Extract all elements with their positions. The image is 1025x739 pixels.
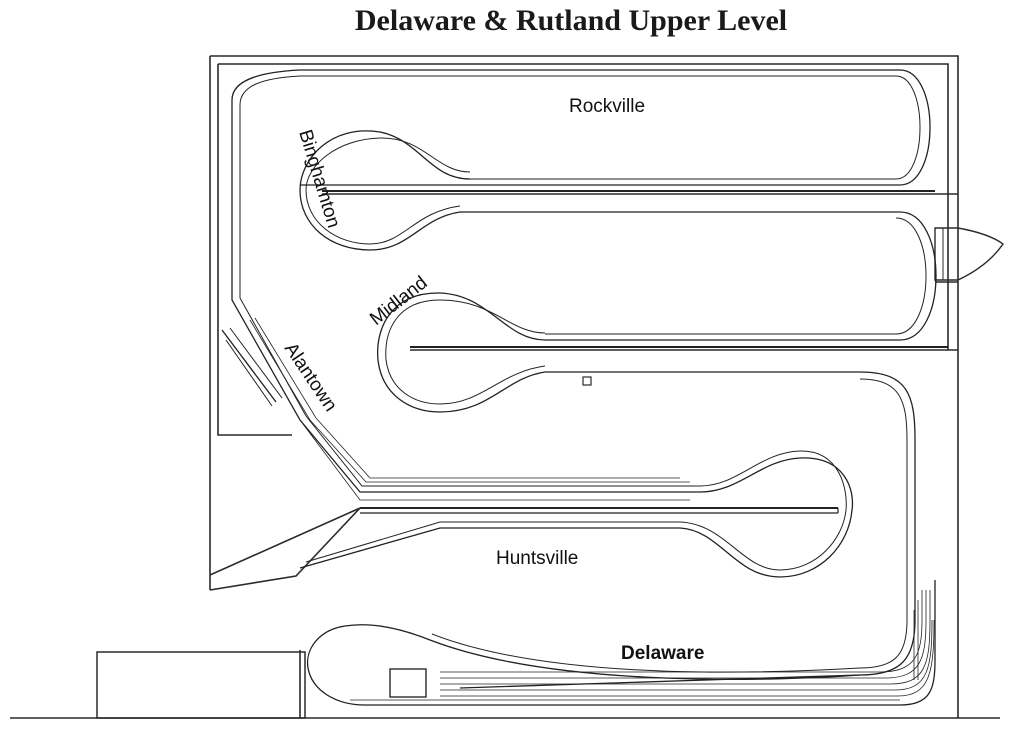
mainline-track [299, 69, 937, 676]
aisle-dividers [322, 190, 948, 514]
alantown-track [221, 69, 854, 578]
delaware-structure [389, 668, 427, 698]
benchwork-outline [10, 55, 1000, 719]
station-label-huntsville: Huntsville [496, 548, 578, 569]
page-title: Delaware & Rutland Upper Level [354, 4, 788, 37]
building-outline [96, 651, 306, 719]
staging-door [934, 227, 1004, 281]
delaware-yard [306, 580, 936, 706]
station-label-rockville: Rockville [569, 96, 645, 117]
station-label-delaware: Delaware [621, 643, 704, 664]
station-label-alantown: Alantown [280, 339, 341, 416]
column-marker [582, 376, 592, 386]
station-label-midland: Midland [366, 272, 431, 330]
